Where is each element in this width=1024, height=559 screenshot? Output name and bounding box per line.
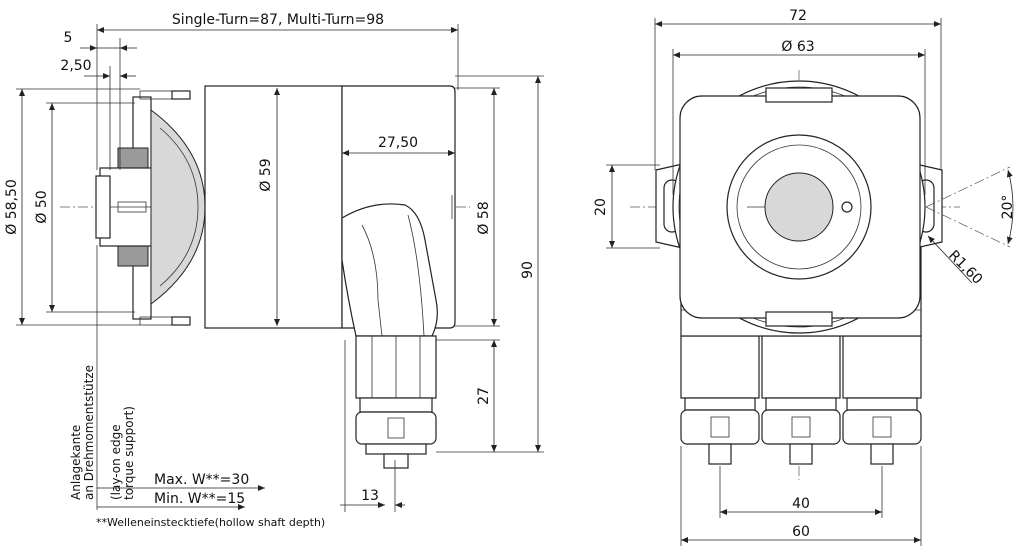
front-shaft-bore	[764, 172, 834, 242]
front-bottom-clip	[765, 311, 833, 327]
dim-40-label: 40	[792, 496, 810, 512]
lay-on-en-2: torque support)	[122, 406, 136, 500]
connector-cap	[355, 411, 437, 445]
footnote: **Welleneinstecktiefe(hollow shaft depth…	[96, 516, 325, 529]
clamp-ring	[95, 175, 111, 239]
dim-90-label: 90	[520, 261, 536, 279]
dome	[150, 109, 206, 305]
bottom-screw	[171, 316, 191, 326]
dim-60-label: 60	[792, 524, 810, 540]
front-connector-2-nut	[761, 335, 841, 399]
angle-ray-bottom	[925, 206, 1011, 248]
dim-r160-leader	[927, 235, 973, 284]
dim-angle-label: 20°	[1000, 195, 1016, 220]
front-connector-1-pin	[708, 443, 732, 465]
dim-63-label: Ø 63	[781, 39, 814, 55]
angle-ray-top	[925, 166, 1011, 208]
housing	[204, 85, 343, 329]
dim-5-label: 5	[64, 30, 73, 46]
front-connectors	[680, 335, 922, 465]
front-connector-2-ring	[765, 397, 837, 411]
front-connector-2-pin	[789, 443, 813, 465]
dim-58-label: Ø 58	[476, 201, 492, 234]
wing-curve	[361, 224, 383, 337]
wing-curve-2	[407, 214, 425, 337]
lay-on-de-2: an Drehmomentstütze	[82, 365, 96, 500]
dim-20-label: 20	[593, 198, 609, 216]
top-screw	[171, 90, 191, 100]
front-connector-2-window	[791, 416, 811, 438]
connector-pin	[383, 453, 409, 469]
dim-58-50-label: Ø 58,50	[4, 179, 20, 235]
front-connector-3-window	[872, 416, 892, 438]
lay-on-de-1: Anlagekante	[69, 425, 83, 500]
front-connector-3-cap	[842, 409, 922, 445]
connector-collar	[365, 443, 427, 455]
front-top-clip	[765, 87, 833, 103]
front-connector-2-cap	[761, 409, 841, 445]
front-connector-3-ring	[846, 397, 918, 411]
connector-window	[387, 417, 405, 439]
dome-inner	[159, 127, 199, 287]
dim-72-label: 72	[789, 8, 807, 24]
front-screw	[841, 201, 853, 213]
front-connector-1-window	[710, 416, 730, 438]
max-w-label: Max. W**=30	[154, 472, 249, 488]
front-connector-1-ring	[684, 397, 756, 411]
front-connector-1-cap	[680, 409, 760, 445]
dim-r160-label: R1,60	[945, 248, 985, 288]
dim-50-label: Ø 50	[34, 190, 50, 223]
shaft-slot	[117, 201, 147, 213]
front-hub-ring	[736, 144, 862, 270]
dim-13-label: 13	[361, 488, 379, 504]
side-view: Single-Turn=87, Multi-Turn=98 5 2,50 Ø 5…	[4, 12, 544, 529]
dim-27-50-label: 27,50	[378, 135, 418, 151]
length-label: Single-Turn=87, Multi-Turn=98	[172, 12, 384, 28]
connector-ring	[359, 397, 433, 413]
dim-27-label: 27	[476, 387, 492, 405]
front-connector-1-nut	[680, 335, 760, 399]
dim-2-50-label: 2,50	[60, 58, 91, 74]
front-connector-3-nut	[842, 335, 922, 399]
dim-angle-arc	[1006, 169, 1014, 245]
front-view: 72 Ø 63 20 20° R1,60 40 60	[593, 8, 1016, 546]
dim-59-label: Ø 59	[258, 158, 274, 191]
lay-on-en-1: (lay-on edge	[109, 424, 123, 500]
connector-wing	[341, 203, 438, 337]
front-connector-3-pin	[870, 443, 894, 465]
min-w-label: Min. W**=15	[154, 491, 245, 507]
